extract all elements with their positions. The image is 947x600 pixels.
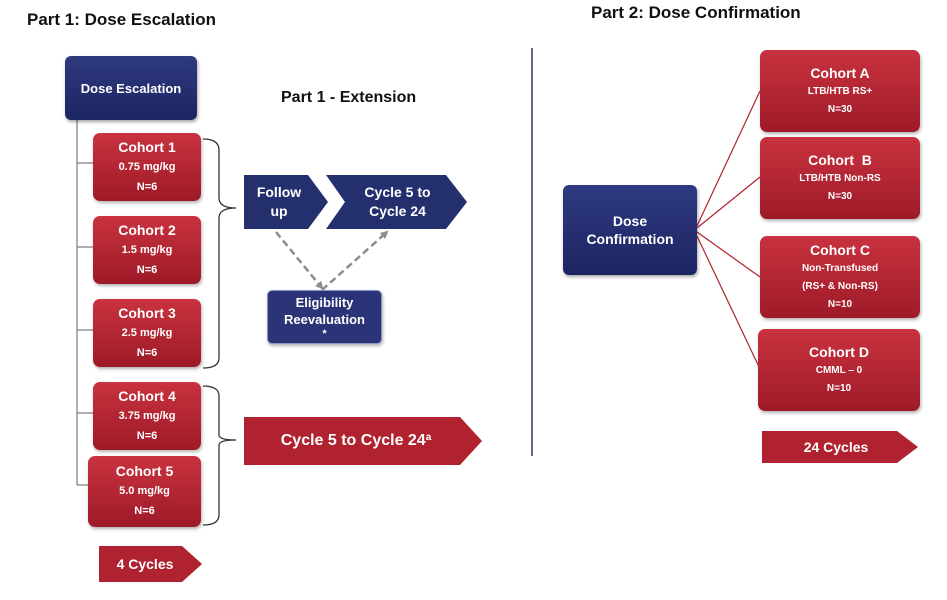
cohort-c-line3: N=10 (827, 299, 853, 310)
cycle-5-24-superscript: a (425, 431, 432, 443)
cohort-5-title: Cohort 5 (115, 463, 174, 479)
cohort-a-title: Cohort A (810, 65, 870, 81)
cohort-5-box: Cohort 5 5.0 mg/kg N=6 (88, 456, 201, 527)
four-cycles-arrow-shape (99, 546, 202, 582)
24-cycles-arrow: 24 Cycles (762, 431, 910, 463)
cohort-c-title: Cohort C (810, 242, 870, 258)
cohort-2-title: Cohort 2 (118, 221, 176, 238)
dose-confirmation-line1: Dose (612, 213, 648, 229)
dashed-arrow-to-cycle (321, 230, 389, 291)
cohort-d-line1: CMML – 0 (815, 365, 863, 376)
follow-up-arrow: Follow up (244, 175, 314, 229)
four-cycles-arrow: 4 Cycles (99, 546, 191, 582)
cycle-extension-line2: Cycle 24 (369, 203, 426, 219)
cohort-b-box: Cohort B LTB/HTB Non-RS N=30 (760, 137, 920, 219)
cohort-1-n: N=6 (136, 180, 158, 193)
24-cycles-label: 24 Cycles (803, 439, 869, 455)
cohort-b-title: Cohort B (808, 152, 872, 168)
cohort-3-n: N=6 (136, 346, 158, 359)
follow-up-line2: up (270, 203, 288, 219)
cycle-extension-arrow-shape (326, 175, 467, 229)
follow-up-arrow-shape (244, 175, 328, 229)
fan-line-a (696, 90, 761, 227)
cohort-d-title: Cohort D (809, 344, 869, 360)
fan-line-d (696, 235, 761, 370)
part2-heading: Part 2: Dose Confirmation (591, 3, 801, 22)
fan-line-b (696, 176, 761, 229)
24-cycles-arrow-shape (762, 431, 918, 463)
cycle-5-24-label: Cycle 5 to Cycle 24 (280, 432, 426, 449)
cohort-d-line2: N=10 (826, 383, 852, 394)
cohort-4-title: Cohort 4 (118, 387, 176, 404)
cohort-c-box: Cohort C Non-Transfused (RS+ & Non-RS) N… (760, 236, 920, 318)
dose-confirmation-box: Dose Confirmation (563, 185, 697, 275)
cohort-2-n: N=6 (136, 263, 158, 276)
cohort-b-line1: LTB/HTB Non-RS (799, 173, 881, 184)
cohort-3-box: Cohort 3 2.5 mg/kg N=6 (93, 299, 201, 367)
brace-cohorts-4-5 (202, 385, 237, 526)
cohort-3-title: Cohort 3 (118, 304, 176, 321)
cohort-1-box: Cohort 1 0.75 mg/kg N=6 (93, 133, 201, 201)
cohort-5-n: N=6 (134, 505, 155, 517)
brace-cohorts-1-3 (202, 138, 237, 369)
cohort-c-line1: Non-Transfused (801, 263, 879, 274)
cohort-1-title: Cohort 1 (118, 138, 176, 155)
cohort-5-dose: 5.0 mg/kg (119, 485, 170, 497)
eligibility-reevaluation-box: Eligibility Reevaluation * (267, 290, 382, 344)
eligibility-line1: Eligibility (295, 294, 354, 310)
follow-up-line1: Follow (256, 184, 302, 200)
cohort-d-box: Cohort D CMML – 0 N=10 (758, 329, 920, 411)
dashed-arrow-to-eligibility (275, 231, 324, 290)
cohort-3-dose: 2.5 mg/kg (121, 326, 173, 339)
dose-escalation-label: Dose Escalation (80, 80, 182, 96)
cohort-4-box: Cohort 4 3.75 mg/kg N=6 (93, 382, 201, 450)
cohort-a-box: Cohort A LTB/HTB RS+ N=30 (760, 50, 920, 132)
cohort-b-line2: N=30 (827, 191, 853, 202)
cycle-5-24-arrow-shape (244, 417, 482, 465)
dose-escalation-box: Dose Escalation (65, 56, 197, 120)
cohort-a-line2: N=30 (827, 104, 853, 115)
eligibility-line2: Reevaluation (284, 311, 365, 327)
part1-heading: Part 1: Dose Escalation (27, 10, 216, 29)
four-cycles-label: 4 Cycles (116, 556, 174, 572)
cohort-c-line2: (RS+ & Non-RS) (802, 281, 878, 292)
cohort-2-dose: 1.5 mg/kg (121, 243, 173, 256)
eligibility-line3: * (322, 327, 327, 340)
fan-line-c (696, 231, 761, 278)
cohort-4-dose: 3.75 mg/kg (118, 409, 176, 422)
cycle-extension-arrow: Cycle 5 to Cycle 24 (345, 175, 450, 229)
extension-heading: Part 1 - Extension (281, 89, 417, 106)
cohort-2-box: Cohort 2 1.5 mg/kg N=6 (93, 216, 201, 284)
dose-confirmation-line2: Confirmation (586, 231, 674, 247)
cohort-1-dose: 0.75 mg/kg (118, 160, 176, 173)
cycle-extension-line1: Cycle 5 to (364, 184, 431, 200)
cohort-a-line1: LTB/HTB RS+ (807, 86, 873, 97)
cohort-4-n: N=6 (136, 429, 158, 442)
